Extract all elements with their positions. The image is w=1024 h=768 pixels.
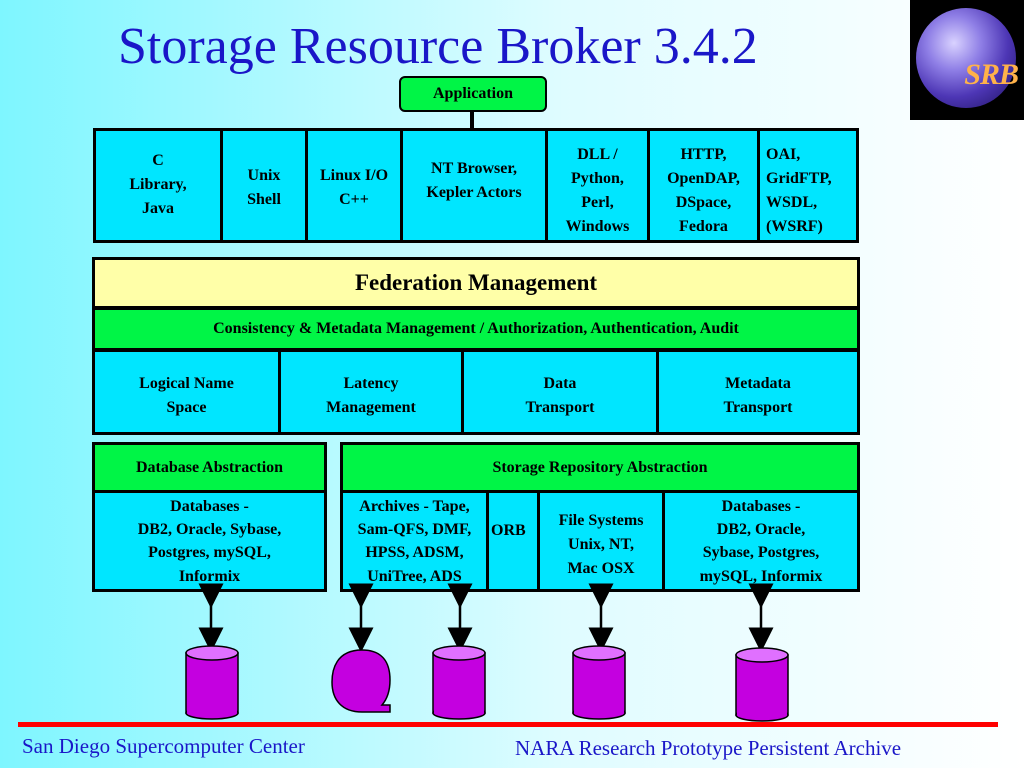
client-linux-io: Linux I/O C++	[305, 128, 403, 243]
logo-text: SRB	[964, 58, 1019, 91]
service-data-transport: Data Transport	[461, 349, 659, 435]
service-logical-name-space: Logical Name Space	[92, 349, 281, 435]
client-label: HTTP, OpenDAP, DSpace, Fedora	[667, 146, 740, 235]
client-dll-python: DLL / Python, Perl, Windows	[545, 128, 650, 243]
tape-archive-icon	[331, 649, 391, 713]
service-label: Data Transport	[525, 375, 595, 416]
application-connector	[470, 112, 474, 130]
footer-left: San Diego Supercomputer Center	[22, 734, 305, 758]
application-box: Application	[399, 76, 547, 112]
federation-label: Federation Management	[354, 269, 598, 295]
client-unix-shell: Unix Shell	[220, 128, 308, 243]
client-http: HTTP, OpenDAP, DSpace, Fedora	[647, 128, 760, 243]
footer-right: NARA Research Prototype Persistent Archi…	[515, 736, 902, 760]
database-abstraction-label: Database Abstraction	[135, 458, 284, 476]
storage-backend-label: ORB	[491, 522, 526, 539]
footer-rule	[18, 722, 998, 727]
storage-cylinder-icon	[432, 645, 486, 720]
storage-backend-label: File Systems Unix, NT, Mac OSX	[558, 512, 644, 577]
client-label: DLL / Python, Perl, Windows	[565, 146, 630, 235]
database-backends-label: Databases - DB2, Oracle, Sybase, Postgre…	[137, 498, 282, 585]
client-nt-browser: NT Browser, Kepler Actors	[400, 128, 548, 243]
service-label: Metadata Transport	[723, 375, 793, 416]
storage-repository-abstraction: Storage Repository Abstraction	[340, 442, 860, 493]
database-abstraction: Database Abstraction	[92, 442, 327, 493]
database-backends: Databases - DB2, Oracle, Sybase, Postgre…	[92, 490, 327, 592]
consistency-label: Consistency & Metadata Management / Auth…	[213, 320, 739, 337]
page-title: Storage Resource Broker 3.4.2	[118, 18, 758, 75]
client-label: NT Browser, Kepler Actors	[426, 160, 522, 201]
globe-icon	[916, 8, 1016, 108]
client-label: OAI, GridFTP, WSDL, (WSRF)	[766, 146, 832, 235]
client-label: Unix Shell	[247, 167, 281, 208]
storage-archives: Archives - Tape, Sam-QFS, DMF, HPSS, ADS…	[340, 490, 489, 592]
storage-file-systems: File Systems Unix, NT, Mac OSX	[537, 490, 665, 592]
client-label: C Library, Java	[129, 152, 187, 217]
database2-cylinder-icon	[735, 647, 789, 722]
client-label: Linux I/O C++	[319, 167, 389, 208]
service-metadata-transport: Metadata Transport	[656, 349, 860, 435]
srb-logo: SRB	[910, 0, 1024, 120]
service-label: Latency Management	[326, 375, 416, 416]
filesystem-cylinder-icon	[572, 645, 626, 720]
service-label: Logical Name Space	[139, 375, 234, 416]
storage-backend-label: Databases - DB2, Oracle, Sybase, Postgre…	[699, 498, 823, 585]
application-label: Application	[432, 85, 513, 102]
database-cylinder-icon	[185, 645, 239, 720]
storage-databases: Databases - DB2, Oracle, Sybase, Postgre…	[662, 490, 860, 592]
storage-abstraction-label: Storage Repository Abstraction	[492, 458, 708, 476]
storage-backend-label: Archives - Tape, Sam-QFS, DMF, HPSS, ADS…	[357, 498, 472, 585]
client-oai: OAI, GridFTP, WSDL, (WSRF)	[757, 128, 859, 243]
